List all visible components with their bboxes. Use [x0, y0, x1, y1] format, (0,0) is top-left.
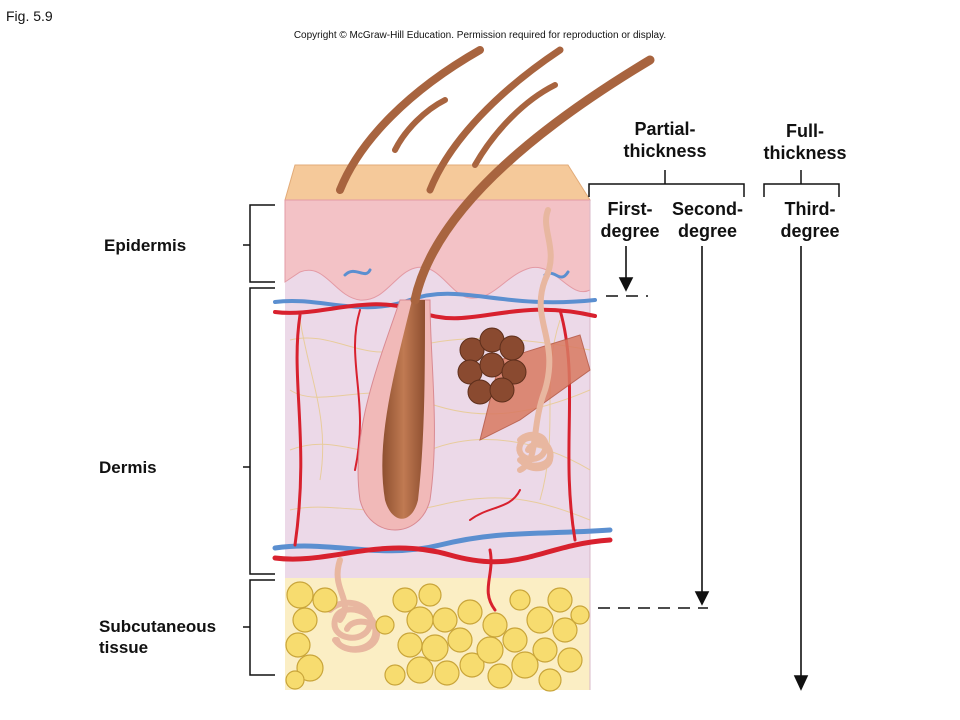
full-thickness-bracket: [763, 183, 840, 197]
subcutaneous-bracket: [249, 579, 275, 676]
full-thickness-label: Full- thickness: [763, 121, 847, 163]
first-degree-label: First- degree: [600, 199, 660, 241]
second-degree-label: Second- degree: [671, 199, 743, 241]
dermis-label: Dermis: [99, 458, 157, 477]
dermis-bracket: [249, 287, 275, 575]
hair-follicle: [357, 299, 435, 531]
sebaceous-gland: [457, 327, 527, 405]
burn-depth-arrows: [618, 246, 809, 691]
arrector-pili-muscle: [479, 334, 591, 441]
skin-block: [284, 164, 591, 690]
partial-thickness-bracket: [588, 183, 745, 197]
hairs: [336, 46, 655, 305]
subcutaneous-label: Subcutaneous tissue: [99, 617, 217, 657]
fat-cells: [285, 581, 590, 692]
epidermis-label: Epidermis: [104, 236, 187, 255]
layer-brackets: [243, 204, 275, 676]
main-hair: [410, 55, 655, 305]
burn-brackets: [588, 170, 840, 197]
figure-label: Fig. 5.9: [6, 8, 53, 24]
sweat-glands: [327, 207, 554, 653]
copyright-notice: Copyright © McGraw-Hill Education. Permi…: [293, 30, 667, 41]
depth-dashes: [598, 295, 708, 609]
partial-thickness-label: Partial- thickness: [623, 119, 707, 161]
lower-artery: [272, 537, 613, 565]
epidermis-bracket: [249, 204, 275, 283]
lower-vein: [272, 527, 613, 554]
third-degree-label: Third- degree: [780, 199, 840, 241]
